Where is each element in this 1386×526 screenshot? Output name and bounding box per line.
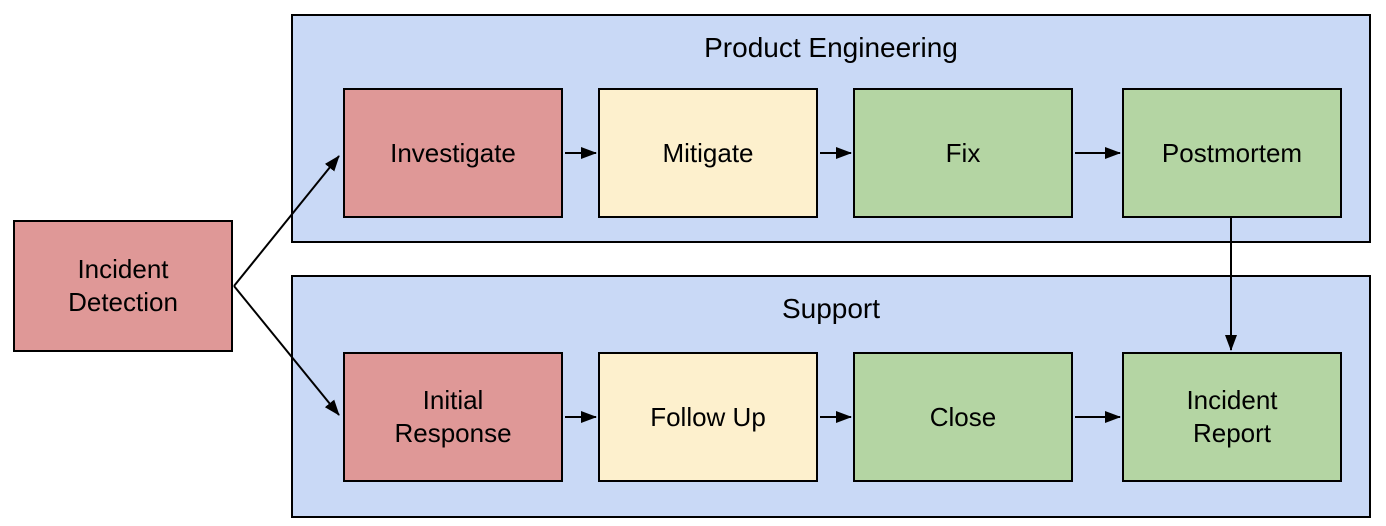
lane-support: Support Initial Response Follow Up Close… [291, 275, 1371, 518]
lane-product-engineering: Product Engineering Investigate Mitigate… [291, 14, 1371, 243]
node-follow-up: Follow Up [598, 352, 818, 482]
node-incident-detection: Incident Detection [13, 220, 233, 352]
node-investigate: Investigate [343, 88, 563, 218]
node-incident-report: Incident Report [1122, 352, 1342, 482]
lane-title-support: Support [781, 293, 881, 324]
node-close: Close [853, 352, 1073, 482]
node-initial-response: Initial Response [343, 352, 563, 482]
node-postmortem: Postmortem [1122, 88, 1342, 218]
node-fix: Fix [853, 88, 1073, 218]
node-mitigate: Mitigate [598, 88, 818, 218]
lane-title-product-engineering: Product Engineering [704, 32, 958, 63]
